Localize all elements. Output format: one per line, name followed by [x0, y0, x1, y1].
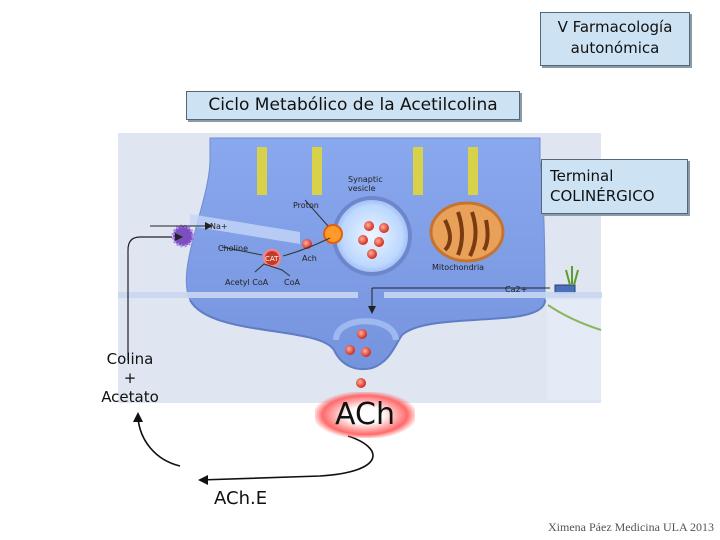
label-na: Na+ [210, 222, 228, 231]
choline-transporter [171, 224, 195, 248]
label-acetyl-coa: Acetyl CoA [225, 278, 269, 287]
ach-dot [364, 221, 374, 231]
hydrolysis-arrowhead [198, 475, 208, 485]
ach-label: ACh [315, 392, 415, 438]
microtubule [413, 147, 423, 195]
ach-dot [345, 345, 355, 355]
cat-enzyme [263, 249, 281, 267]
terminal-line-1: Terminal [550, 167, 614, 185]
lower-right-panel [547, 300, 601, 400]
return-arrow [137, 417, 181, 467]
ach-to-vesicle-arrow [282, 237, 331, 257]
choline-arrow [221, 246, 263, 256]
terminal-box: Terminal COLINÉRGICO [541, 159, 688, 214]
membrane-stripe [118, 292, 358, 298]
transport-track [190, 214, 300, 244]
return-arrowhead [133, 412, 143, 422]
receptor-icon [565, 266, 579, 286]
postsynaptic-membrane [547, 304, 602, 331]
acetato-text: Acetato [101, 388, 159, 406]
label-coa: CoA [284, 278, 300, 287]
calcium-channel [554, 284, 576, 294]
proton-arrow [304, 199, 329, 227]
fusing-vesicle [333, 318, 399, 341]
ach-dot [357, 329, 367, 339]
topic-box: V Farmacología autonómica [540, 12, 690, 66]
label-choline: Choline [218, 244, 248, 253]
synaptic-cleft-edge [189, 299, 546, 371]
footer-credit: Ximena Páez Medicina ULA 2013 [548, 520, 714, 534]
ach-dot [356, 378, 366, 388]
colina-text: Colina [106, 350, 154, 368]
uptake-arrowhead [175, 233, 183, 241]
mitochondrion-cristae [443, 211, 490, 257]
membrane-stripe [384, 292, 602, 298]
label-mitochondria: Mitochondria [432, 263, 484, 272]
label-cat: CAT [265, 255, 279, 263]
label-synaptic: Synaptic [348, 175, 383, 184]
topic-line-1: V Farmacología [557, 18, 673, 36]
label-vesicle: vesicle [348, 184, 376, 193]
mitochondrion [429, 201, 505, 263]
proton-pump [323, 224, 343, 244]
microtubule [468, 147, 478, 195]
hydrolysis-arrow [199, 435, 374, 481]
plus-text: + [123, 369, 137, 387]
label-proton: Proton [293, 201, 319, 210]
calcium-arrowhead [368, 306, 376, 314]
ach-dot [374, 237, 384, 247]
ach-dot [379, 223, 389, 233]
label-ach-small: Ach [302, 254, 317, 263]
colina-acetato-label: Colina + Acetato [90, 350, 170, 407]
synaptic-vesicle [332, 196, 412, 276]
ach-dot [361, 347, 371, 357]
terminal-line-2: COLINÉRGICO [550, 187, 655, 205]
ach-dot [358, 235, 368, 245]
diagram-title: Ciclo Metabólico de la Acetilcolina [186, 91, 520, 120]
ache-label: ACh.E [214, 488, 268, 509]
topic-line-2: autonómica [570, 39, 660, 57]
choline-uptake-arrow [127, 236, 172, 360]
microtubule [312, 147, 322, 195]
acetylcoa-arrow [254, 263, 291, 277]
microtubule [257, 147, 267, 195]
na-arrowhead [205, 222, 213, 230]
ach-dot [367, 249, 377, 259]
label-ca: Ca2+ [505, 285, 527, 294]
